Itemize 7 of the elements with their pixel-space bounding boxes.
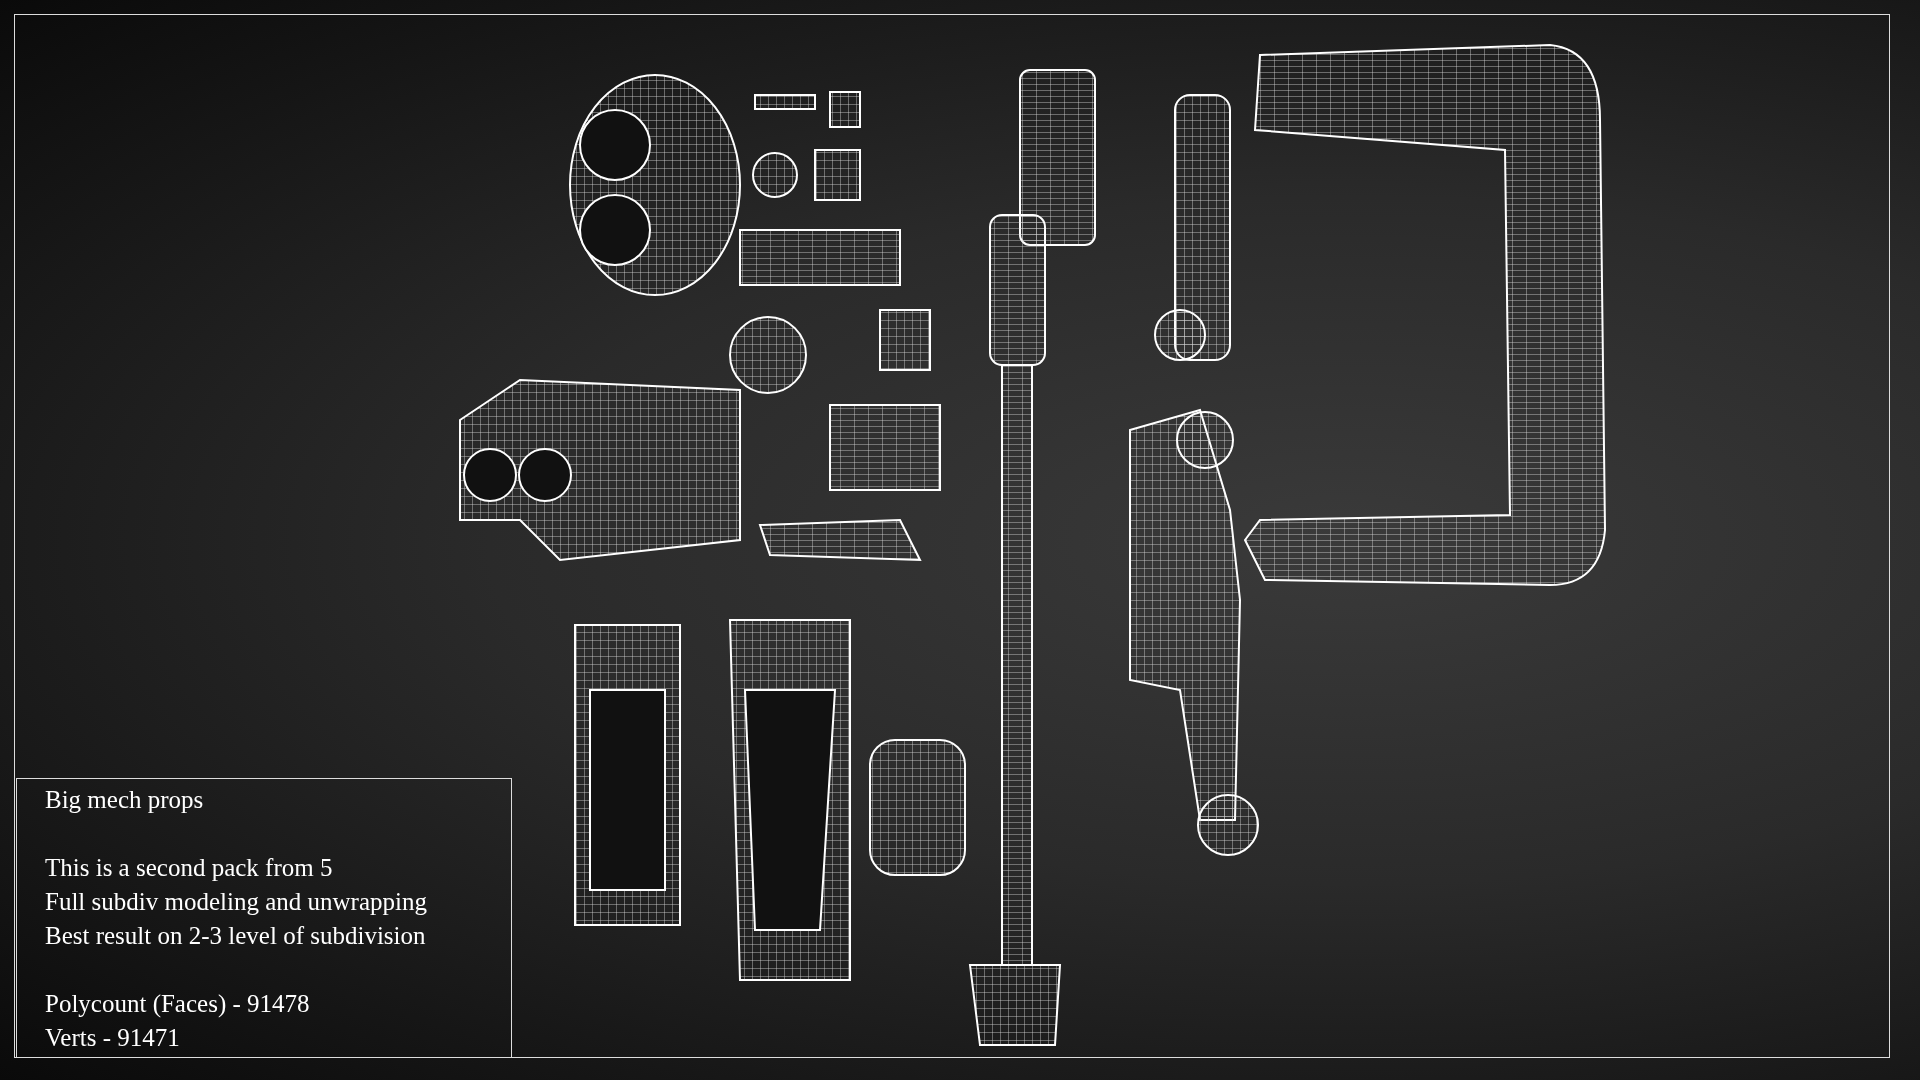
stat-line: Polycount (Faces) - 91478: [45, 989, 311, 1019]
panel-heading: Big mech props: [45, 785, 205, 815]
info-line: Best result on 2-3 level of subdivision: [45, 921, 427, 951]
stat-line: Verts - 91471: [45, 1023, 181, 1053]
info-line: Full subdiv modeling and unwrapping: [45, 887, 428, 917]
text-panel: [16, 778, 512, 1058]
info-line: This is a second pack from 5: [45, 853, 334, 883]
